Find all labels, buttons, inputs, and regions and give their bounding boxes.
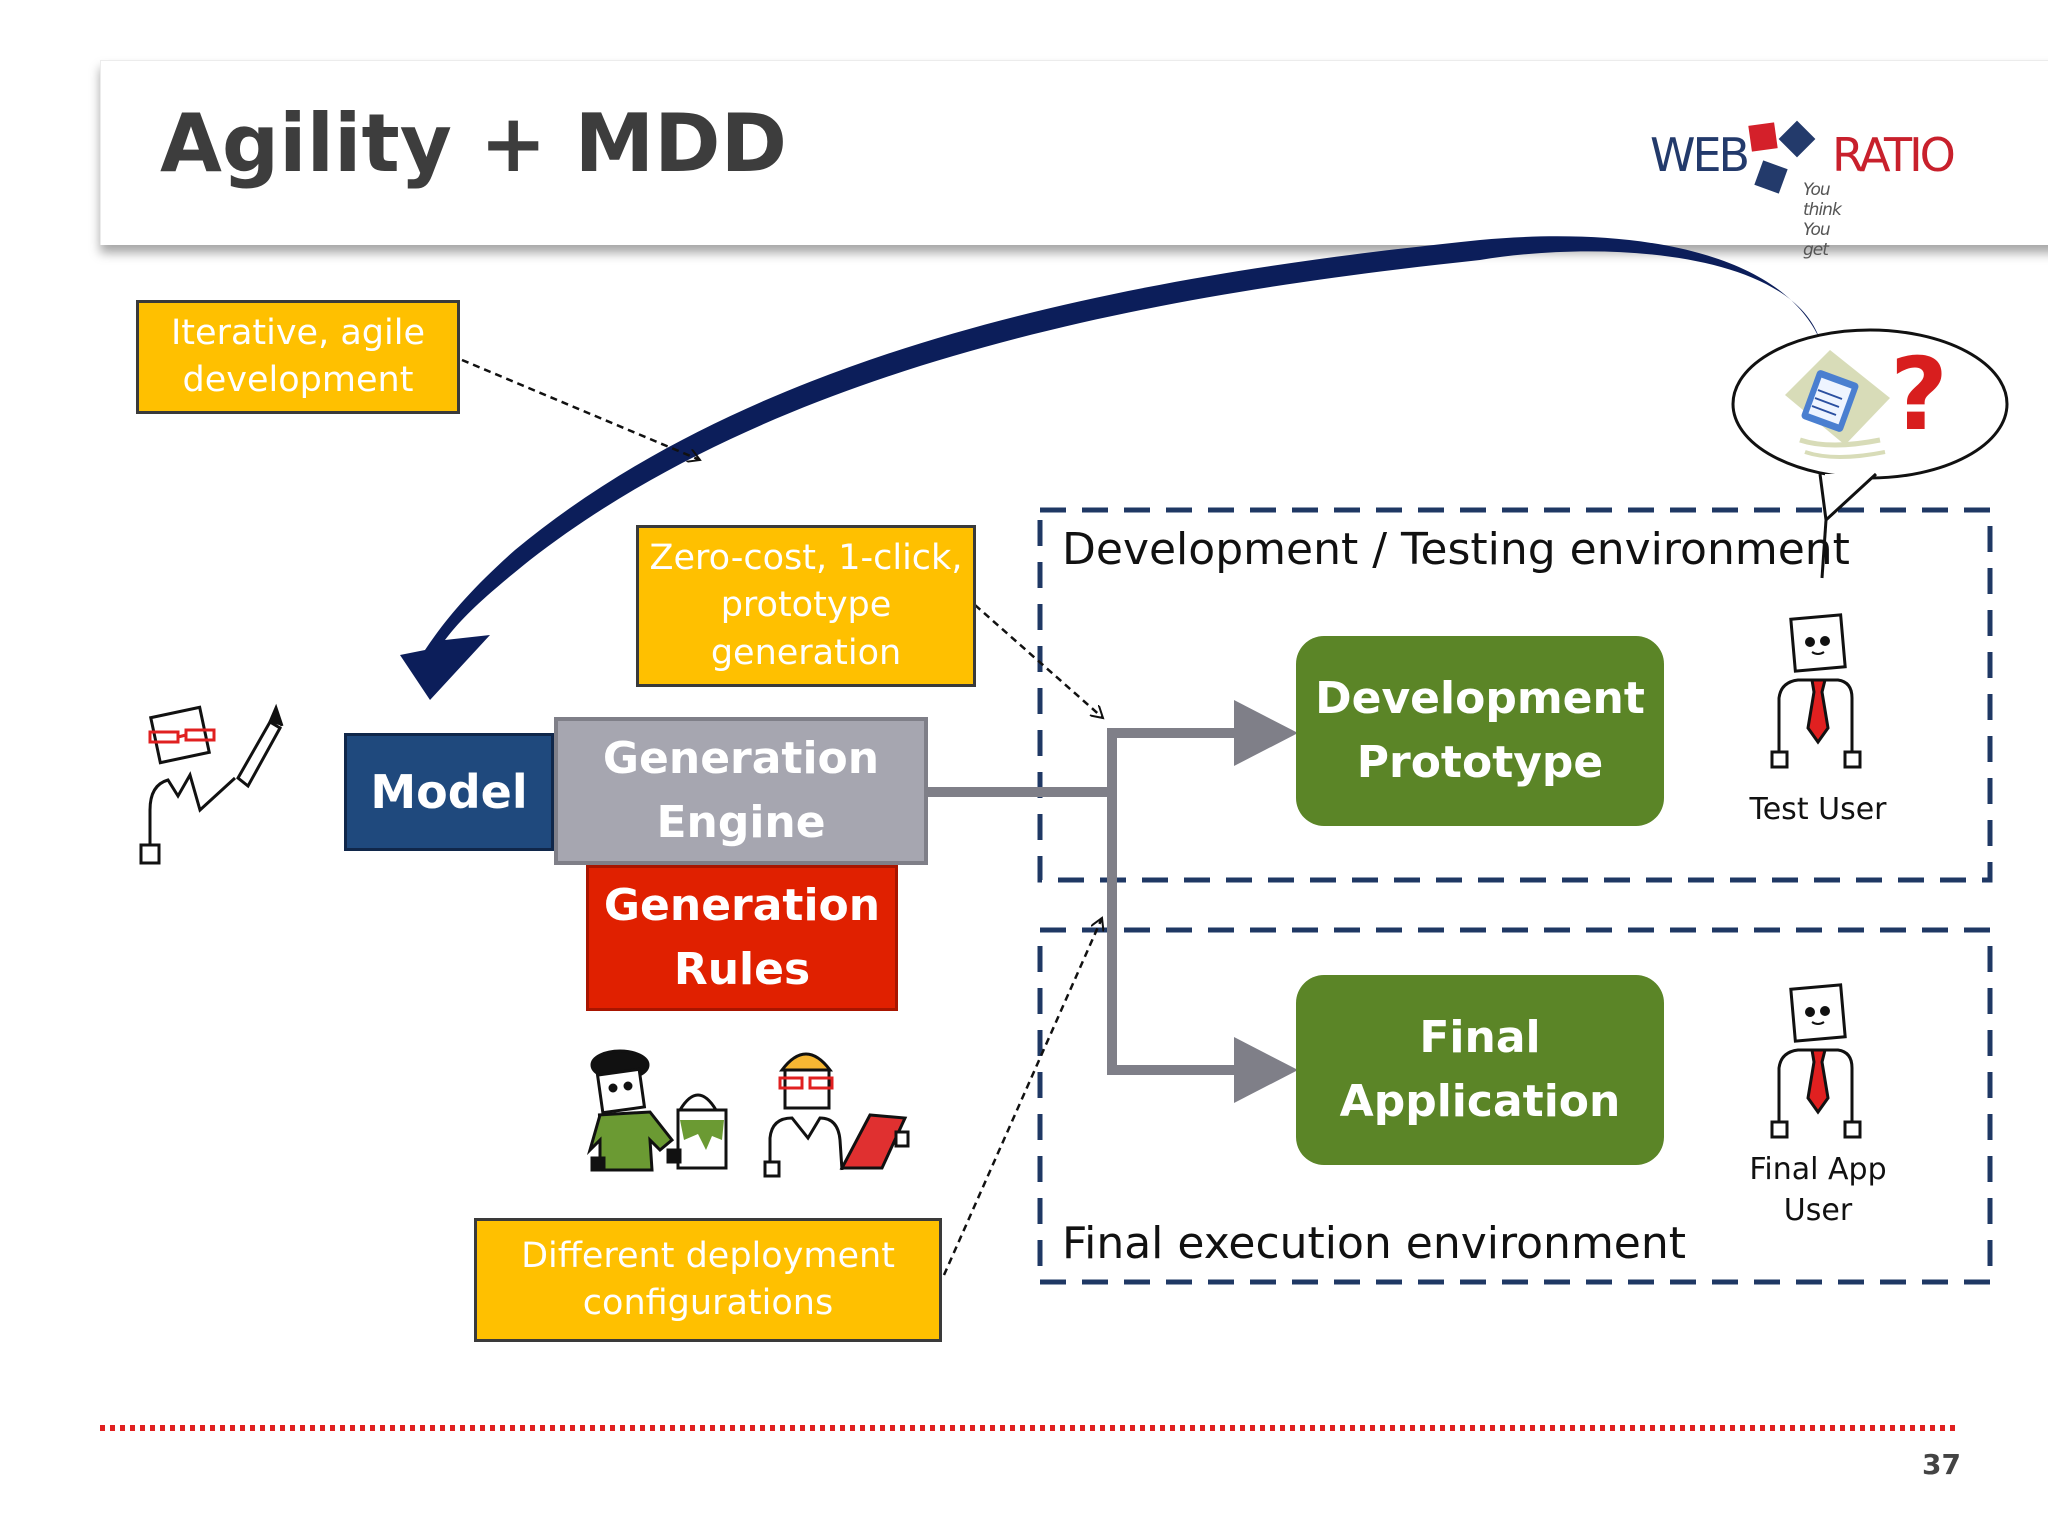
dev-testing-env-label: Development / Testing environment (1062, 524, 1850, 575)
logo-ratio-text: RATIO (1832, 128, 1956, 182)
engineer-icon (763, 1052, 910, 1178)
final-app-user-label: Final App User (1749, 1152, 1887, 1228)
arrow-to-prototype (1234, 700, 1298, 766)
final-execution-env-box (1037, 927, 1993, 1285)
dev-testing-env-box (1037, 507, 1993, 883)
developer-icon (139, 703, 284, 865)
generation-rules-block: Generation Rules (586, 865, 898, 1011)
arrow-to-final-app (1234, 1037, 1298, 1103)
logo-tagline: You think You get (1803, 180, 1842, 260)
logo-web-text: WEB (1650, 128, 1750, 182)
logo-squares-icon (1748, 120, 1816, 194)
callout-deployment: Different deployment configurations (474, 1218, 942, 1342)
callout-zero-cost: Zero-cost, 1-click, prototype generation (636, 525, 976, 687)
callout-iterative: Iterative, agile development (136, 300, 460, 414)
development-prototype-block: Development Prototype (1296, 636, 1664, 826)
page-number: 37 (1922, 1448, 1961, 1481)
generation-engine-block: Generation Engine (554, 717, 928, 865)
final-application-block: Final Application (1296, 975, 1664, 1165)
designer-icon (586, 1049, 728, 1172)
feedback-arc-arrow (400, 236, 1820, 700)
header-bar (100, 60, 2048, 245)
test-user-icon (1770, 613, 1862, 769)
final-user-icon (1770, 983, 1862, 1139)
checklist-icon (1785, 350, 1890, 459)
iterative-pointer (461, 358, 700, 460)
test-user-label: Test User (1749, 792, 1887, 827)
page-title: Agility + MDD (160, 97, 787, 190)
model-block: Model (344, 733, 554, 851)
generation-connector (928, 728, 1238, 1075)
deployment-pointer (942, 918, 1102, 1276)
zero-cost-pointer (974, 604, 1103, 718)
final-execution-env-label: Final execution environment (1062, 1218, 1687, 1269)
question-mark: ? (1890, 336, 1949, 453)
